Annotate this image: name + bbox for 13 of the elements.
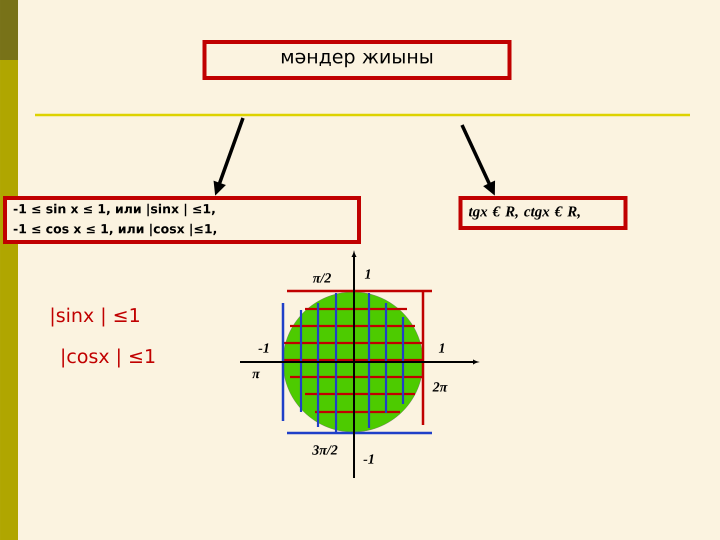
axis-label: π	[252, 372, 260, 378]
axis-label: 1	[438, 343, 444, 353]
title-box: мәндер жиыны	[202, 40, 512, 80]
axis-label: -1	[258, 343, 268, 353]
axis-label: π/2	[312, 273, 331, 283]
inequality-text: |sinx | ≤1	[52, 308, 139, 326]
axis-label: 2π	[432, 382, 448, 392]
axis-label: 1	[364, 269, 370, 279]
inequality-text: |cosx | ≤1	[62, 348, 154, 368]
condition-box: tgx € R, ctgx € R,	[458, 196, 628, 230]
axis-label: 3π/2	[312, 445, 338, 455]
condition-box: -1 ≤ sin x ≤ 1, или |sinx | ≤1, -1 ≤ cos x ≤ 1, или |cosx |≤1,	[3, 196, 361, 244]
axis-label: -1	[363, 454, 374, 464]
